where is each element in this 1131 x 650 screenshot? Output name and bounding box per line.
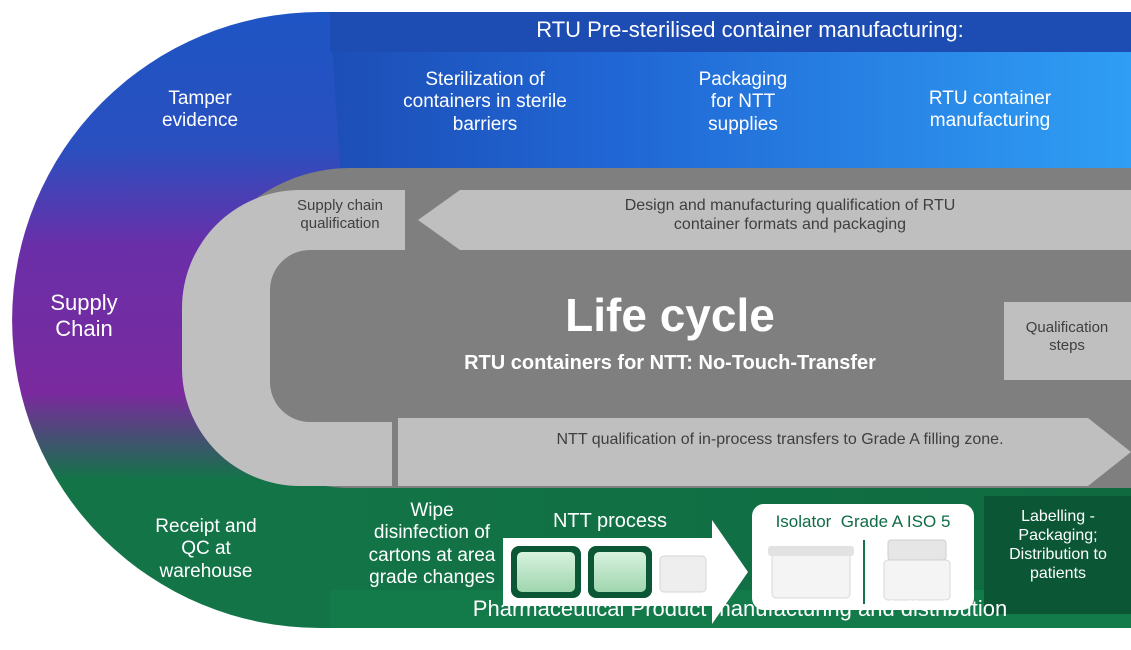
isolator-tub-1-lid: [768, 546, 854, 556]
ntt-process-label: NTT process: [552, 510, 668, 532]
isolator-tub-2-nest: [887, 539, 947, 561]
packaging-label: Packaging for NTT supplies: [698, 69, 788, 135]
tamper-evidence-label: Tamper evidence: [161, 88, 239, 132]
isolator-tub-1: [771, 551, 851, 599]
isolator-label: Isolator Grade A ISO 5: [775, 512, 951, 531]
container-2: [594, 552, 646, 592]
ntt-arrow: [398, 418, 1131, 486]
rtu-manufacturing-label: RTU container manufacturing: [928, 88, 1052, 132]
wipe-label: Wipe disinfection of cartons at area gra…: [368, 500, 496, 589]
labelling-box: [984, 496, 1131, 614]
lifecycle-title: Life cycle: [565, 289, 775, 341]
isolator-tub-2: [883, 559, 951, 601]
bottom-title: Pharmaceutical Product manufacturing and…: [472, 596, 1008, 621]
sterilization-label: Sterilization of containers in sterile b…: [403, 69, 567, 135]
supply-chain-qualification-label: Supply chain qualification: [297, 197, 383, 232]
top-title: RTU Pre-sterilised container manufacturi…: [536, 17, 964, 42]
u-arrow: [182, 190, 405, 486]
ntt-qualification-label: NTT qualification of in-process transfer…: [556, 431, 1004, 448]
top-title-bar: [330, 12, 1131, 52]
qualification-steps-box: [1004, 302, 1131, 380]
container-3: [659, 555, 707, 593]
design-qualification-label: Design and manufacturing qualification o…: [624, 197, 956, 233]
lifecycle-subtitle: RTU containers for NTT: No-Touch-Transfe…: [464, 352, 876, 374]
qualification-steps-label: Qualification steps: [1025, 319, 1109, 354]
receipt-label: Receipt and QC at warehouse: [155, 516, 257, 582]
labelling-label: Labelling - Packaging; Distribution to p…: [1009, 508, 1107, 582]
container-1: [517, 552, 575, 592]
design-arrow: [418, 190, 1131, 250]
supply-chain-label: Supply Chain: [50, 290, 118, 341]
